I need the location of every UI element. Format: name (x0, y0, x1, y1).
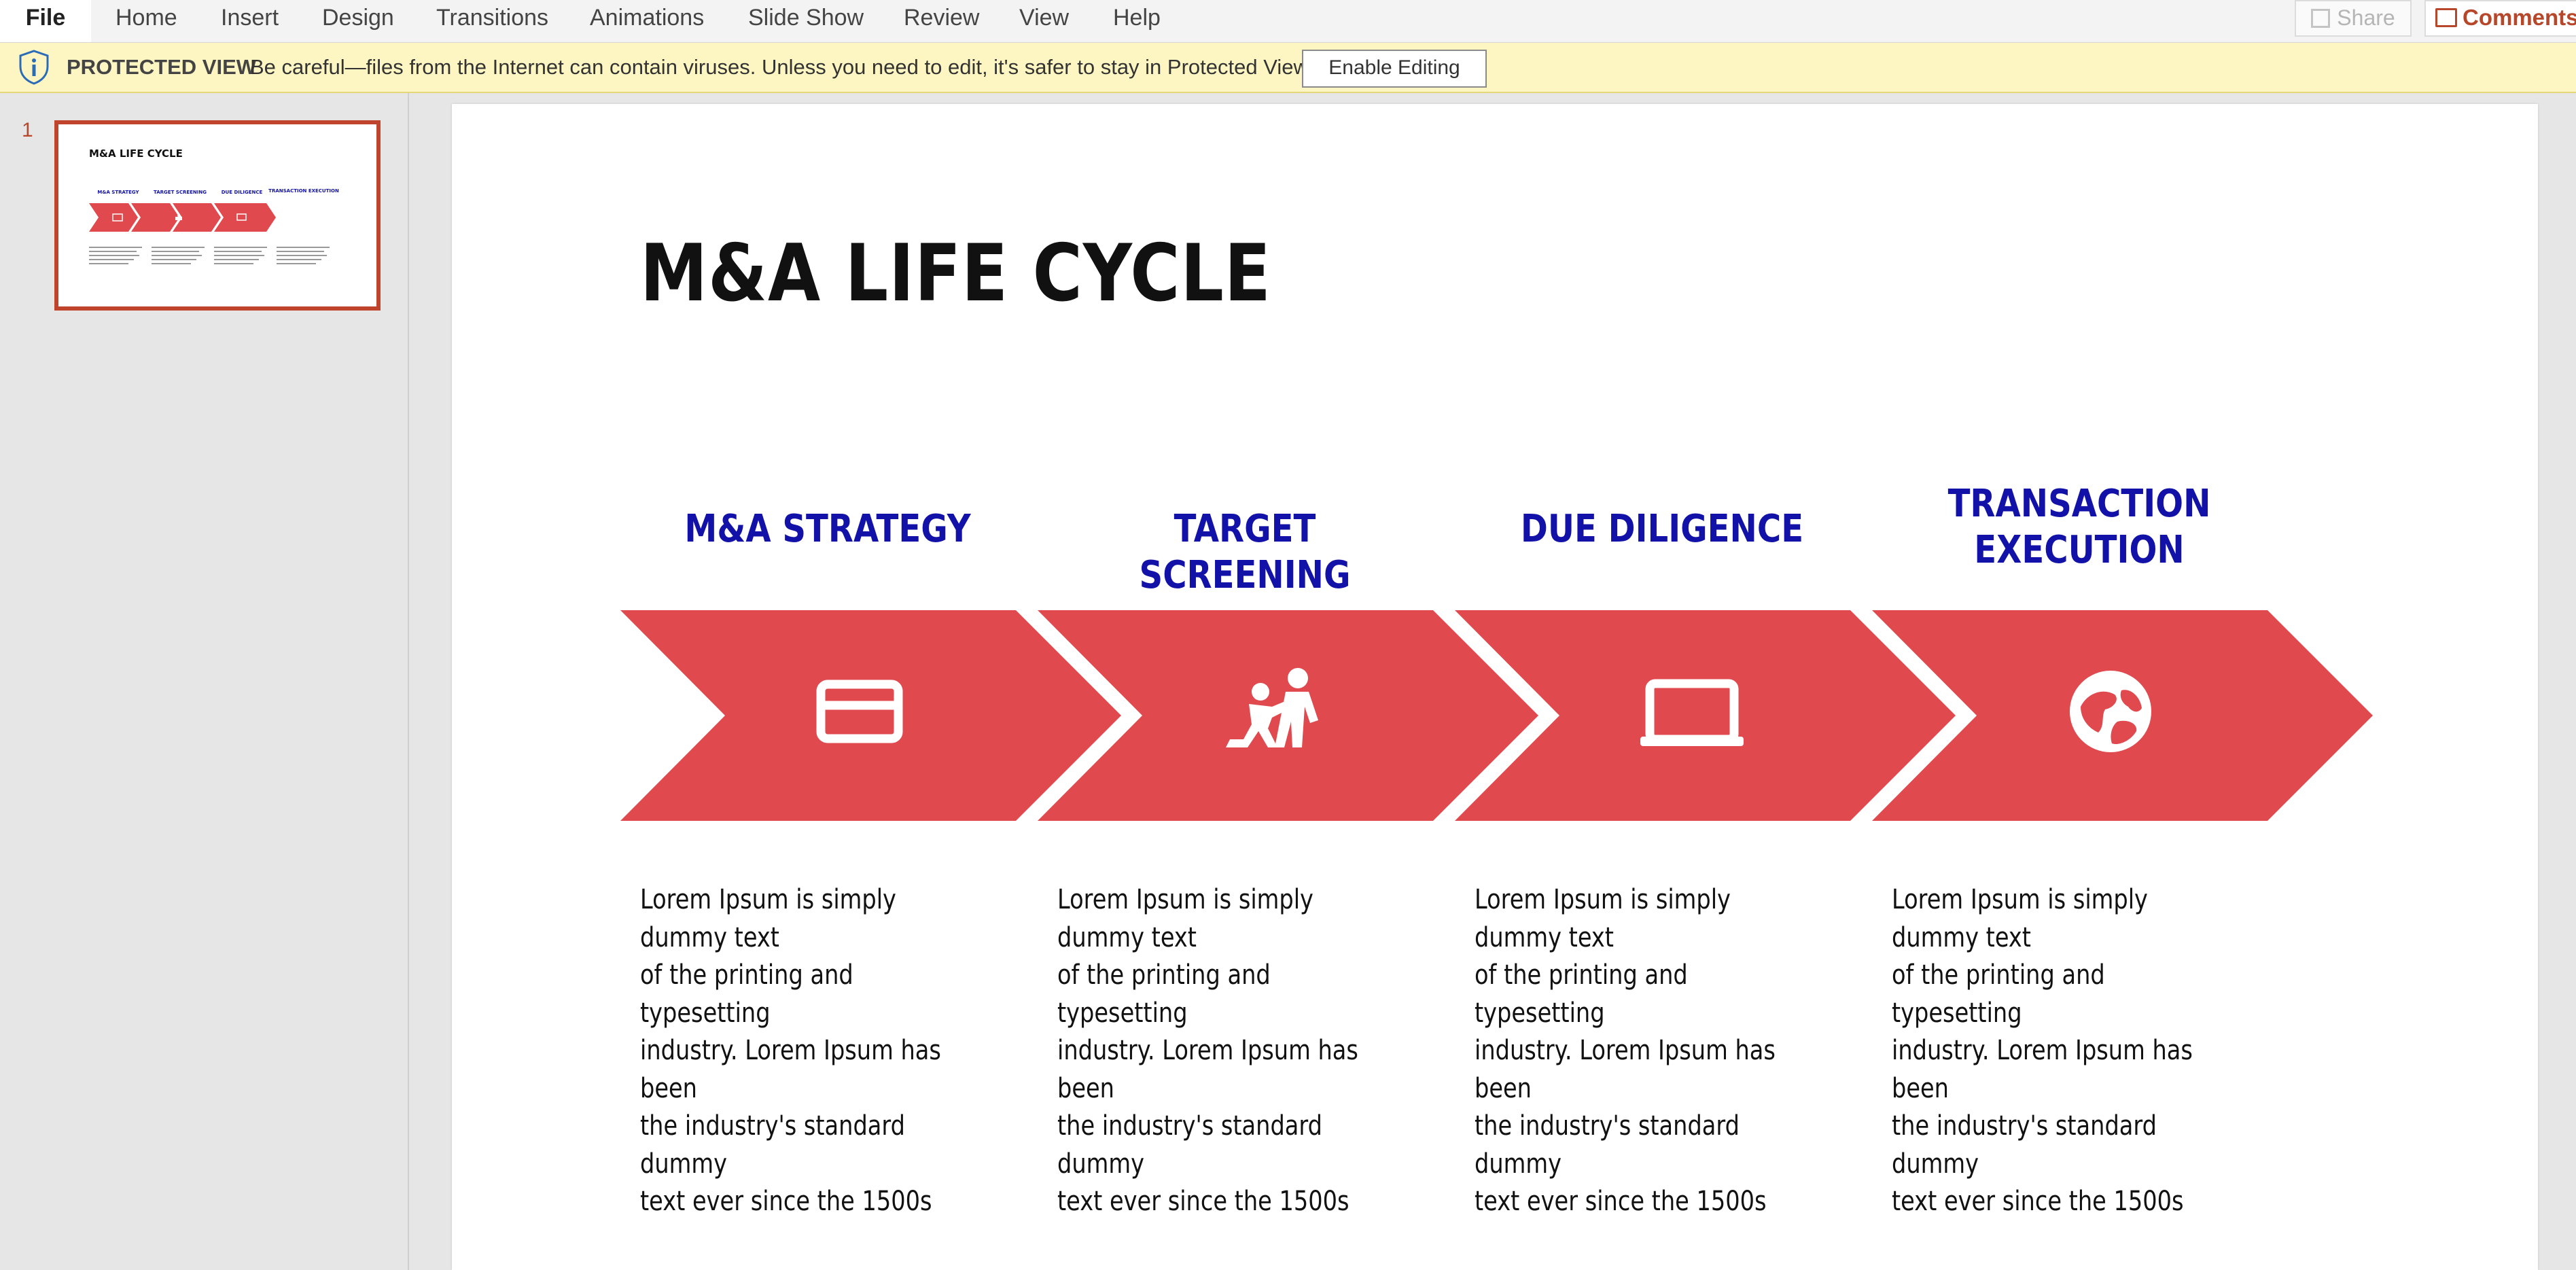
protected-view-title: PROTECTED VIEW (67, 55, 257, 79)
body-line: of the printing and typesetting (640, 959, 853, 1029)
thumb-stage-title: M&A STRATEGY (97, 190, 139, 195)
stage-body-4: Lorem Ipsum is simply dummy text of the … (1892, 881, 2211, 1221)
body-line: Lorem Ipsum is simply dummy text (1057, 884, 1313, 953)
stage-body-3: Lorem Ipsum is simply dummy text of the … (1475, 881, 1794, 1221)
slide-thumbnail[interactable]: M&A LIFE CYCLE M&A STRATEGY TARGET SCREE… (54, 120, 381, 311)
stage-body-2: Lorem Ipsum is simply dummy text of the … (1057, 881, 1377, 1221)
ribbon-tab-bar: File Home Insert Design Transitions Anim… (0, 0, 2576, 43)
slide-thumbnail-pane: 1 M&A LIFE CYCLE M&A STRATEGY TARGET SCR… (0, 93, 409, 1270)
protected-view-message: Be careful—files from the Internet can c… (250, 55, 1313, 79)
body-line: the industry's standard dummy (1057, 1110, 1322, 1180)
slide-title: M&A LIFE CYCLE (640, 228, 1271, 319)
stage-title-ma-strategy: M&A STRATEGY (684, 507, 971, 551)
stage-title-target-screening: TARGET SCREENING (1139, 507, 1351, 597)
stage-body-1: Lorem Ipsum is simply dummy text of the … (640, 881, 959, 1221)
stage-title-line: TRANSACTION (1947, 482, 2211, 526)
arrow-stage-3 (1455, 610, 1956, 821)
share-icon (2311, 9, 2331, 28)
globe-icon (2070, 671, 2151, 752)
tab-view[interactable]: View (1019, 5, 1070, 31)
tab-help[interactable]: Help (1113, 5, 1161, 31)
share-button[interactable]: Share (2295, 0, 2412, 37)
body-line: of the printing and typesetting (1057, 959, 1271, 1029)
laptop-icon (1640, 679, 1744, 746)
tab-slide-show[interactable]: Slide Show (748, 5, 864, 31)
body-line: text ever since the 1500s (1475, 1186, 1767, 1217)
body-line: industry. Lorem Ipsum has been (640, 1035, 941, 1104)
tab-home[interactable]: Home (116, 5, 177, 31)
body-line: Lorem Ipsum is simply dummy text (640, 884, 896, 953)
body-line: Lorem Ipsum is simply dummy text (1892, 884, 2148, 953)
tab-design[interactable]: Design (322, 5, 394, 31)
protected-view-bar: PROTECTED VIEW Be careful—files from the… (0, 43, 2576, 93)
enable-editing-button[interactable]: Enable Editing (1302, 50, 1487, 88)
thumb-title: M&A LIFE CYCLE (89, 147, 183, 160)
thumb-stage-title: DUE DILIGENCE (222, 190, 263, 195)
comments-label: Comments (2463, 5, 2576, 30)
stage-title-line: EXECUTION (1974, 528, 2185, 572)
body-line: of the printing and typesetting (1475, 959, 1688, 1029)
thumb-stage-title: TARGET SCREENING (154, 190, 207, 195)
tab-insert[interactable]: Insert (221, 5, 279, 31)
share-label: Share (2337, 5, 2395, 30)
slide-number: 1 (22, 119, 33, 141)
people-helping-icon (1226, 668, 1318, 747)
comments-button[interactable]: Comments (2424, 0, 2576, 37)
tab-file[interactable]: File (0, 0, 91, 42)
body-line: text ever since the 1500s (1892, 1186, 2184, 1217)
body-line: industry. Lorem Ipsum has been (1475, 1035, 1776, 1104)
body-line: text ever since the 1500s (640, 1186, 932, 1217)
thumb-stage-title: TRANSACTION EXECUTION (268, 188, 339, 194)
body-line: the industry's standard dummy (640, 1110, 905, 1180)
body-line: the industry's standard dummy (1892, 1110, 2157, 1180)
body-line: of the printing and typesetting (1892, 959, 2105, 1029)
stage-title-due-diligence: DUE DILIGENCE (1520, 507, 1804, 551)
tab-transitions[interactable]: Transitions (436, 5, 549, 31)
slide-thumbnail-preview: M&A LIFE CYCLE M&A STRATEGY TARGET SCREE… (89, 147, 339, 264)
tab-review[interactable]: Review (904, 5, 980, 31)
shield-info-icon (19, 50, 49, 85)
body-line: Lorem Ipsum is simply dummy text (1475, 884, 1731, 953)
body-line: text ever since the 1500s (1057, 1186, 1349, 1217)
credit-card-icon (816, 680, 903, 743)
comment-icon (2435, 8, 2457, 27)
body-line: industry. Lorem Ipsum has been (1892, 1035, 2193, 1104)
tab-animations[interactable]: Animations (590, 5, 705, 31)
body-line: industry. Lorem Ipsum has been (1057, 1035, 1358, 1104)
body-line: the industry's standard dummy (1475, 1110, 1740, 1180)
arrow-stage-1 (620, 610, 1121, 821)
